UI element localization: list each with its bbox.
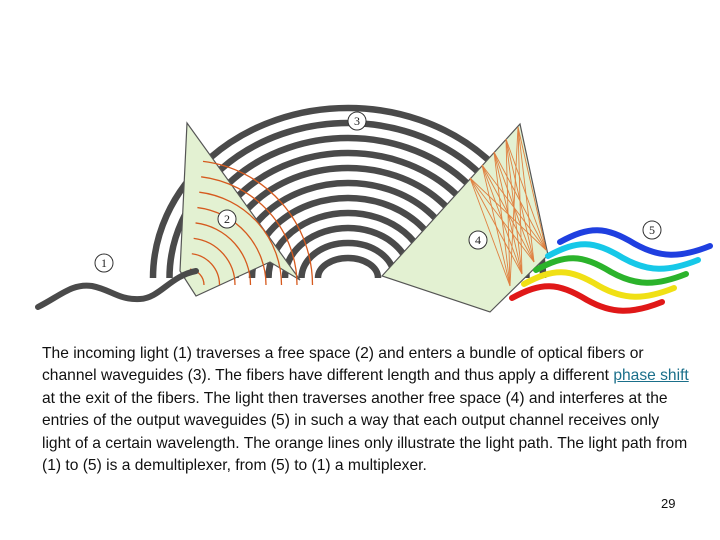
light-path-line xyxy=(517,126,523,275)
marker-4: 4 xyxy=(468,230,488,250)
marker-3: 3 xyxy=(347,111,367,131)
light-path-line xyxy=(509,126,519,287)
marker-ref-5: (5) xyxy=(270,412,290,430)
light-path-line xyxy=(517,126,535,263)
marker-ref-1: (1) xyxy=(172,345,192,362)
awg-diagram: 1 2 3 4 5 xyxy=(35,104,713,314)
marker-5: 5 xyxy=(642,220,662,240)
light-path-line xyxy=(481,164,511,287)
page-number: 29 xyxy=(661,496,676,511)
light-path-line xyxy=(505,138,511,287)
wavefront-arc xyxy=(197,206,267,286)
marker-2: 2 xyxy=(217,209,237,229)
output-waveguides xyxy=(509,227,713,314)
marker-ref-3: (3) xyxy=(187,367,207,385)
light-path-lines xyxy=(469,126,547,287)
input-fiber xyxy=(35,268,199,310)
svg-text:3: 3 xyxy=(354,114,360,128)
waveguide-arc xyxy=(298,239,398,279)
output-channel xyxy=(557,227,713,258)
wavefront-arc xyxy=(199,191,283,286)
marker-ref-2: (2) xyxy=(354,345,374,362)
wavefront-arc xyxy=(202,160,314,286)
marker-1: 1 xyxy=(94,253,114,273)
light-path-line xyxy=(493,151,511,287)
marker-ref-4: (4) xyxy=(505,389,525,407)
caption-paragraph: The incoming light (1) traverses a free … xyxy=(42,345,689,475)
free-space-region-2 xyxy=(179,121,301,297)
svg-text:1: 1 xyxy=(101,256,107,270)
svg-text:5: 5 xyxy=(649,223,655,237)
output-channel xyxy=(533,255,689,286)
output-channel xyxy=(509,283,665,314)
phase-shift-link[interactable]: phase shift xyxy=(613,367,689,385)
output-channel xyxy=(545,241,701,272)
light-path-line xyxy=(517,126,547,251)
wavefront-arc xyxy=(193,237,236,286)
svg-text:4: 4 xyxy=(475,233,481,247)
wavefront-arc xyxy=(195,222,252,286)
wavefront-arc xyxy=(201,176,298,286)
waveguide-arc xyxy=(314,254,382,279)
wavefront-arc xyxy=(191,253,221,286)
svg-text:2: 2 xyxy=(224,212,230,226)
output-channel xyxy=(521,269,677,300)
light-path-line xyxy=(469,177,511,287)
